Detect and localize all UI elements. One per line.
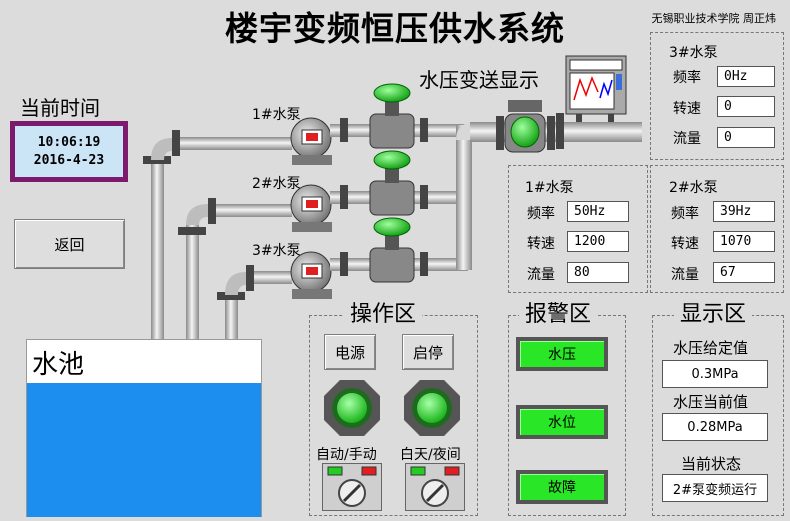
- alarm-fault: 故障: [516, 470, 608, 504]
- pump-3-panel: 3#水泵 频率 0Hz 转速 0 流量 0: [650, 32, 784, 160]
- back-button[interactable]: 返回: [14, 219, 125, 269]
- panel-title: 3#水泵: [669, 45, 718, 61]
- pump-2-label: 2#水泵: [252, 176, 301, 192]
- operation-title: 操作区: [344, 303, 423, 327]
- pump-3: [290, 251, 332, 299]
- freq-label: 频率: [527, 206, 555, 222]
- panel-title: 1#水泵: [525, 180, 574, 196]
- start-stop-button[interactable]: 启停: [402, 334, 454, 370]
- pump-3-label: 3#水泵: [252, 243, 301, 259]
- clock-time: 10:06:19: [37, 134, 101, 150]
- auto-manual-label: 自动/手动: [316, 447, 377, 463]
- current-state-label: 当前状态: [681, 455, 742, 473]
- alarm-water-pressure: 水压: [516, 337, 608, 371]
- pump-2-freq-value: 39Hz: [713, 201, 775, 222]
- day-night-label: 白天/夜间: [400, 447, 461, 463]
- panel-title: 2#水泵: [669, 180, 718, 196]
- auto-manual-switch[interactable]: [322, 463, 382, 511]
- pump-1-speed-value: 1200: [567, 231, 629, 252]
- flow-label: 流量: [673, 131, 701, 147]
- run-indicator-light: [404, 380, 460, 436]
- flow-label: 流量: [527, 267, 555, 283]
- freq-label: 频率: [671, 206, 699, 222]
- valve-3: [369, 217, 415, 283]
- valve-2: [369, 150, 415, 216]
- power-indicator-light: [324, 380, 380, 436]
- water-level: [27, 383, 261, 517]
- clock-date: 2016-4-23: [33, 152, 105, 168]
- speed-label: 转速: [527, 236, 555, 252]
- current-time-label: 当前时间: [20, 96, 100, 120]
- pressure-setpoint-label: 水压给定值: [673, 339, 749, 357]
- pump-1-panel: 1#水泵 频率 50Hz 转速 1200 流量 80: [508, 165, 648, 293]
- pump-3-speed-value: 0: [717, 96, 775, 117]
- author-label: 无锡职业技术学院 周正炜: [651, 12, 777, 25]
- pump-1-freq-value: 50Hz: [567, 201, 629, 222]
- pressure-transmitter: [565, 55, 627, 122]
- suction-pipe-1: [151, 160, 164, 382]
- pressure-setpoint-value: 0.3MPa: [662, 360, 768, 388]
- pump-2-panel: 2#水泵 频率 39Hz 转速 1070 流量 67: [650, 165, 784, 293]
- speed-label: 转速: [671, 236, 699, 252]
- current-state-value: 2#泵变频运行: [662, 474, 768, 502]
- pressure-transmitter-label: 水压变送显示: [419, 68, 539, 92]
- pump-3-freq-value: 0Hz: [717, 66, 775, 87]
- pressure-current-value: 0.28MPa: [662, 413, 768, 441]
- display-title: 显示区: [674, 303, 753, 327]
- pump-1: [290, 117, 332, 165]
- pool-label: 水池: [32, 350, 85, 380]
- flow-label: 流量: [671, 267, 699, 283]
- pump-3-flow-value: 0: [717, 127, 775, 148]
- pump-1-label: 1#水泵: [252, 107, 301, 123]
- valve-1: [369, 83, 415, 149]
- day-night-switch[interactable]: [405, 463, 465, 511]
- pump-1-flow-value: 80: [567, 262, 629, 283]
- power-button[interactable]: 电源: [324, 334, 376, 370]
- pump-2-speed-value: 1070: [713, 231, 775, 252]
- pump-2-flow-value: 67: [713, 262, 775, 283]
- freq-label: 频率: [673, 70, 701, 86]
- pressure-current-label: 水压当前值: [673, 393, 749, 411]
- alarm-title: 报警区: [519, 303, 598, 327]
- main-valve: [496, 100, 555, 153]
- alarm-water-level: 水位: [516, 405, 608, 439]
- page-title: 楼宇变频恒压供水系统: [225, 9, 565, 48]
- clock-display: 10:06:19 2016-4-23: [10, 121, 128, 182]
- pump-2: [290, 184, 332, 232]
- water-pool: [26, 339, 262, 517]
- speed-label: 转速: [673, 101, 701, 117]
